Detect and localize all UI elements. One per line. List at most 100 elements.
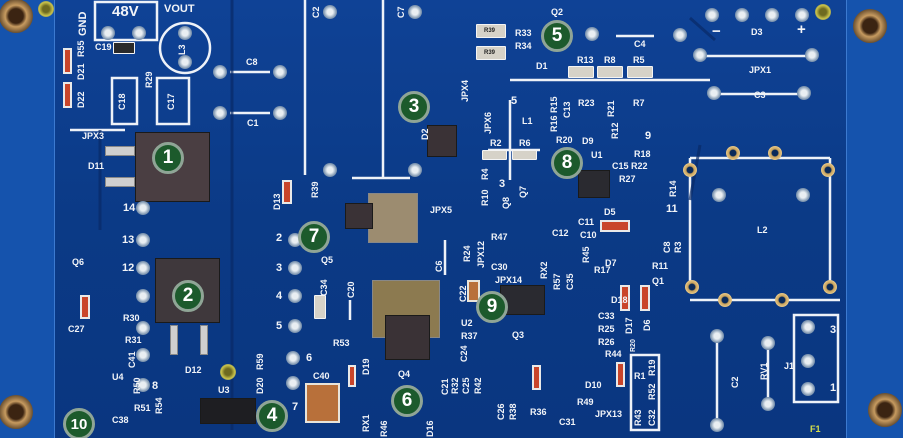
label-r3: R3 xyxy=(673,241,683,253)
l2-pad xyxy=(821,163,835,177)
through-hole xyxy=(273,106,287,120)
label-pin-5: 5 xyxy=(276,320,283,332)
label-r27: R27 xyxy=(619,174,636,184)
label-r57: R57 xyxy=(552,273,562,290)
label-j1: J1 xyxy=(784,361,795,371)
label-pin-7: 7 xyxy=(292,401,299,413)
through-hole xyxy=(136,321,150,335)
label-d19: D19 xyxy=(361,358,371,375)
r2-resistor xyxy=(482,150,507,160)
q5-tab xyxy=(368,193,418,243)
through-hole xyxy=(132,26,146,40)
d11-lead xyxy=(105,146,135,156)
label-d2: D2 xyxy=(420,128,430,140)
label-jpx4: JPX4 xyxy=(460,79,470,102)
label-c8-right: C8 xyxy=(662,241,672,253)
label-q3: Q3 xyxy=(512,330,525,340)
d2-package xyxy=(427,125,457,157)
d12-lead xyxy=(200,325,208,355)
label-d12: D12 xyxy=(185,365,202,375)
label-r39: R39 xyxy=(310,181,320,198)
label-r51: R51 xyxy=(134,403,151,413)
label-r21: R21 xyxy=(606,100,616,117)
label-c13: C13 xyxy=(562,101,572,118)
r33-resistor xyxy=(476,24,506,38)
j1-pin xyxy=(801,382,815,396)
through-hole xyxy=(136,378,150,392)
label-c2-bottom: C2 xyxy=(730,376,740,388)
label-pin-3: 3 xyxy=(276,262,283,274)
label-r38: R38 xyxy=(508,403,518,420)
label-q7: Q7 xyxy=(518,185,528,198)
label-jpx14: JPX14 xyxy=(495,275,523,285)
label-r59: R59 xyxy=(255,353,265,370)
label-c24: C24 xyxy=(459,345,469,362)
through-hole xyxy=(765,8,779,22)
label-l3: L3 xyxy=(177,44,187,55)
d7-diode xyxy=(600,220,630,232)
label-c12: C12 xyxy=(552,228,569,238)
through-hole xyxy=(101,26,115,40)
through-hole xyxy=(795,8,809,22)
callout-6: 6 xyxy=(391,385,423,417)
label-plus: + xyxy=(797,21,806,38)
label-pin-11: 11 xyxy=(666,203,678,215)
label-r8: R8 xyxy=(604,55,616,65)
label-r37: R37 xyxy=(461,331,478,341)
callout-2: 2 xyxy=(172,280,204,312)
r33-marking: R39 xyxy=(484,28,496,34)
label-d9: D9 xyxy=(582,136,594,146)
through-hole xyxy=(136,289,150,303)
label-pin-5b: 5 xyxy=(511,95,518,107)
r8-resistor xyxy=(597,66,623,78)
through-hole xyxy=(707,86,721,100)
label-c11: C11 xyxy=(578,217,595,227)
through-hole xyxy=(136,261,150,275)
d10-diode xyxy=(616,362,625,387)
l2-pad xyxy=(726,146,740,160)
through-hole xyxy=(585,27,599,41)
label-pin-8: 8 xyxy=(152,380,159,392)
q4-package xyxy=(385,315,430,360)
label-q4: Q4 xyxy=(398,369,411,379)
c19-capacitor xyxy=(113,42,135,54)
label-jpx3: JPX3 xyxy=(82,131,105,141)
through-hole xyxy=(178,55,192,69)
fiducial xyxy=(220,364,236,380)
label-vout: VOUT xyxy=(164,3,195,15)
label-r20: R20 xyxy=(556,135,573,145)
through-hole xyxy=(136,348,150,362)
label-q2: Q2 xyxy=(551,7,564,17)
label-q8: Q8 xyxy=(501,196,511,209)
label-r10: R10 xyxy=(480,189,490,206)
label-r26: R26 xyxy=(598,337,615,347)
label-c26: C26 xyxy=(496,403,506,420)
board-edge-left xyxy=(0,0,55,438)
label-c32: C32 xyxy=(647,409,657,426)
r6-resistor xyxy=(512,150,537,160)
mounting-hole xyxy=(0,0,33,33)
label-r20-small: R20 xyxy=(630,339,637,352)
label-d1: D1 xyxy=(536,61,548,71)
label-48v: 48V xyxy=(112,3,139,20)
label-jpx6: JPX6 xyxy=(483,111,493,134)
label-minus: − xyxy=(712,23,721,40)
label-c1: C1 xyxy=(247,118,259,128)
d13-diode xyxy=(282,180,292,204)
callout-9: 9 xyxy=(476,291,508,323)
d21-diode xyxy=(63,48,72,74)
d17-diode xyxy=(620,285,630,311)
through-hole xyxy=(136,201,150,215)
through-hole xyxy=(273,65,287,79)
label-rv1: RV1 xyxy=(759,362,769,380)
d12-lead xyxy=(170,325,178,355)
through-hole xyxy=(323,163,337,177)
label-d20: D20 xyxy=(255,377,265,394)
j1-pin xyxy=(801,354,815,368)
label-r44: R44 xyxy=(605,349,622,359)
label-r14: R14 xyxy=(668,180,678,197)
label-d13: D13 xyxy=(272,193,282,210)
label-r16-r15: R16 R15 xyxy=(549,96,559,132)
through-hole xyxy=(286,351,300,365)
label-pin-2: 2 xyxy=(276,232,283,244)
